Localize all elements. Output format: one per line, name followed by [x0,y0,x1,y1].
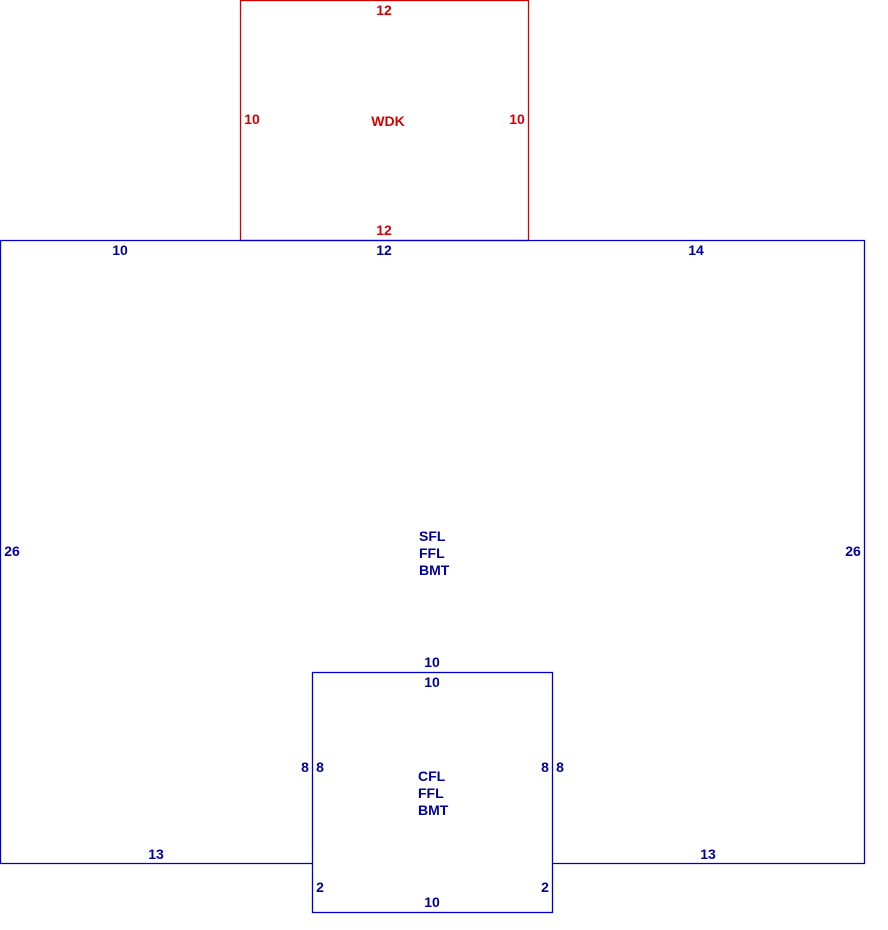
bump-right-inner-dimension: 8 [541,759,549,775]
bump-right-outer-dimension: 8 [556,759,564,775]
house-level-label-1: SFL [419,528,446,544]
bump-level-label-3: BMT [418,802,449,818]
main-house-outline [0,239,866,865]
bump-right-lower-dimension: 2 [541,879,549,895]
deck-right-dimension: 10 [509,111,525,127]
house-level-label-2: FFL [419,545,445,561]
house-level-label-3: BMT [419,562,450,578]
deck-name-label: WDK [371,113,404,129]
bump-left-lower-dimension: 2 [316,879,324,895]
bump-level-label-1: CFL [418,768,446,784]
bump-top-outer-dimension: 10 [424,654,440,670]
bump-top-inner-dimension: 10 [424,674,440,690]
house-top-middle-dimension: 12 [376,242,392,258]
bump-bottom-dimension: 10 [424,894,440,910]
bump-level-label-2: FFL [418,785,444,801]
bump-out-outline [311,671,554,914]
bump-left-inner-dimension: 8 [316,759,324,775]
house-top-right-dimension: 14 [688,242,704,258]
deck-bottom-dimension: 12 [376,222,392,238]
deck-left-dimension: 10 [244,111,260,127]
deck-top-dimension: 12 [376,2,392,18]
house-top-left-dimension: 10 [112,242,128,258]
house-right-dimension: 26 [845,543,861,559]
house-left-dimension: 26 [4,543,20,559]
bump-left-outer-dimension: 8 [301,759,309,775]
house-bottom-right-dimension: 13 [700,846,716,862]
house-bottom-left-dimension: 13 [148,846,164,862]
